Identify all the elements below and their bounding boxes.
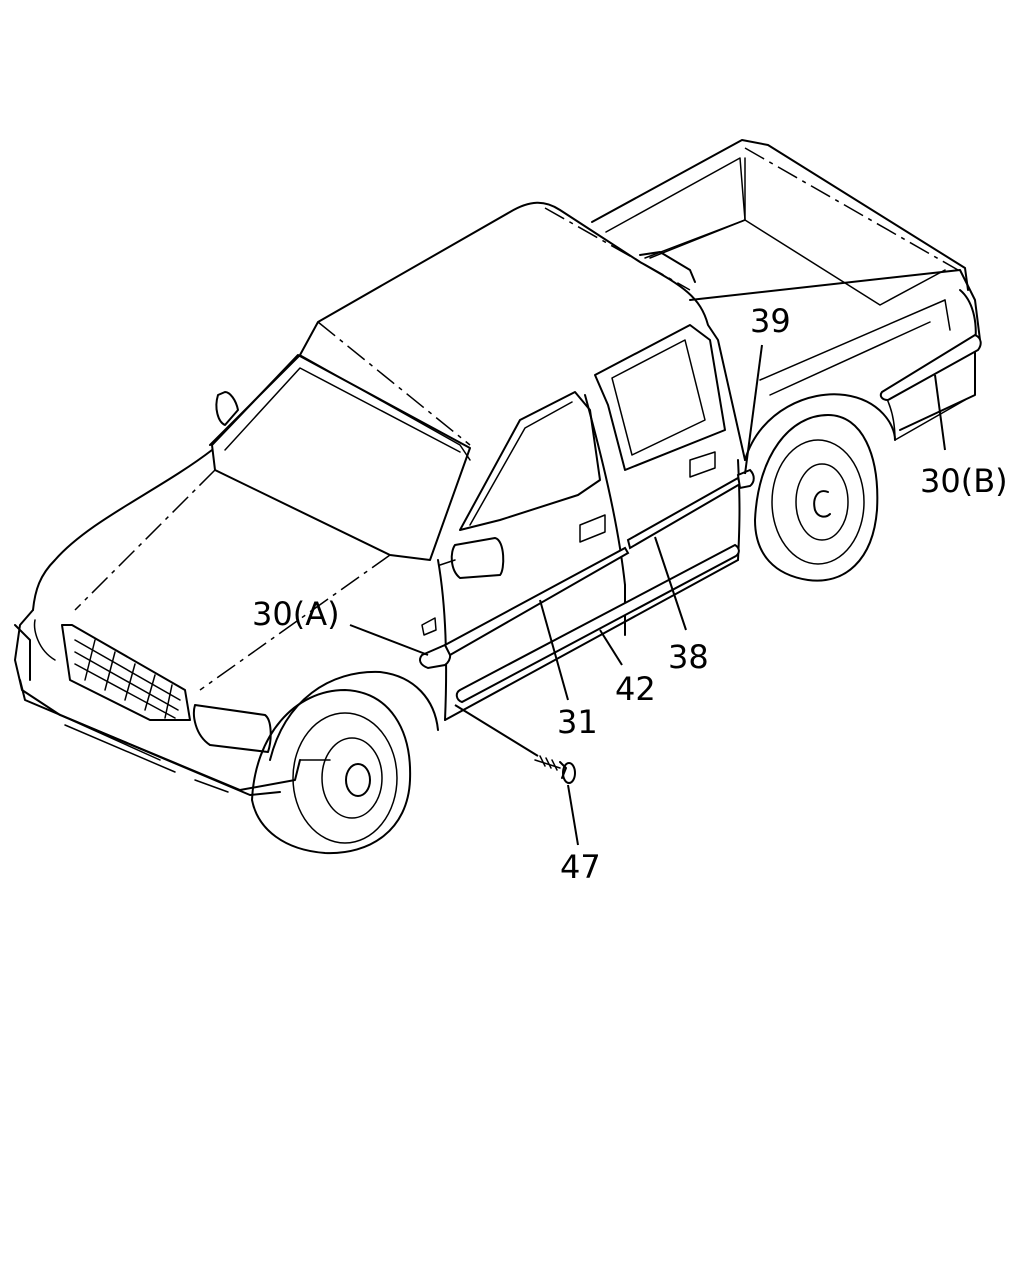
callout-30b: 30(B) — [920, 462, 1008, 500]
rear-wheel — [744, 393, 966, 582]
rocker-molding-part — [455, 543, 740, 704]
callout-38: 38 — [668, 638, 709, 676]
leader-lines — [349, 344, 946, 846]
rear-door-end-cap-part — [736, 468, 755, 490]
callout-39: 39 — [750, 302, 791, 340]
molding-parts — [419, 333, 982, 784]
screw-part — [534, 755, 576, 784]
callout-31: 31 — [557, 703, 598, 741]
rear-fender-molding-part — [879, 333, 982, 402]
pickup-truck-illustration — [14, 139, 981, 855]
front-wheel — [251, 670, 439, 855]
callout-labels: 39 30(B) 30(A) 38 42 31 47 — [252, 302, 1008, 886]
callout-47: 47 — [560, 848, 601, 886]
rear-door-molding-part — [626, 476, 742, 550]
truck-front — [14, 449, 437, 796]
front-door-molding-part — [443, 546, 630, 657]
callout-42: 42 — [615, 670, 656, 708]
truck-cab — [209, 201, 746, 721]
callout-30a: 30(A) — [252, 595, 340, 633]
grille — [74, 639, 181, 719]
truck-bed — [591, 139, 981, 431]
